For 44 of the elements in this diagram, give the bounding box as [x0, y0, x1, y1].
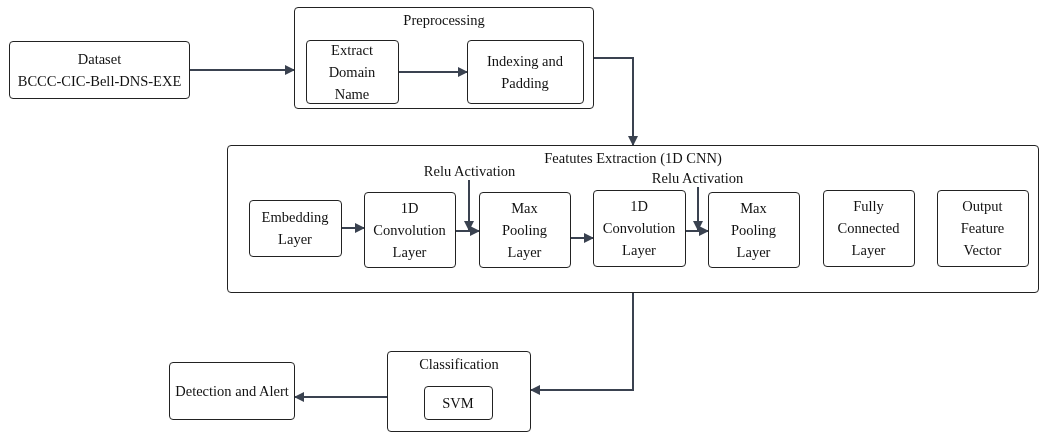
group-container [387, 351, 531, 432]
process-box [363, 191, 456, 268]
process-box [936, 189, 1029, 267]
process-box [305, 39, 399, 104]
arrow [294, 392, 388, 402]
box-label: Embedding Layer [261, 208, 329, 249]
arrow [593, 57, 638, 146]
box-label: Max Pooling Layer [729, 198, 778, 262]
arrow [693, 186, 703, 231]
box-label: Detection and Alert [175, 382, 289, 401]
arrow [530, 292, 634, 395]
process-box [822, 189, 915, 267]
box-label: Max Pooling Layer [500, 198, 549, 262]
arrow [570, 233, 594, 243]
arrow [455, 226, 480, 236]
box-label: 1D Convolution Layer [373, 198, 446, 262]
process-box [423, 385, 493, 420]
group-title: Preprocessing [402, 11, 486, 30]
process-box [169, 362, 295, 420]
group-container [294, 7, 594, 109]
process-box [478, 191, 571, 268]
process-box [466, 39, 584, 104]
box-label: SVM [442, 393, 474, 413]
box-label: Output Feature Vector [959, 197, 1006, 260]
process-box [248, 199, 342, 257]
annotation-label: Relu Activation [423, 161, 516, 181]
group-title: Classification [418, 355, 500, 374]
box-label: Extract Domain Name [327, 40, 377, 104]
group-title: Featutes Extraction (1D CNN) [543, 149, 723, 168]
box-label: Fully Connected Layer [836, 197, 901, 260]
arrow [398, 67, 468, 77]
box-label: Indexing and Padding [485, 51, 565, 93]
group-container [227, 145, 1039, 293]
arrow [189, 65, 295, 75]
process-box [9, 41, 190, 99]
arrow [685, 226, 709, 236]
annotation-label: Relu Activation [651, 168, 744, 188]
arrow [341, 223, 365, 233]
box-label: 1D Convolution Layer [602, 197, 676, 260]
process-box [592, 189, 686, 267]
process-box [707, 191, 800, 268]
box-label: Dataset [77, 50, 122, 69]
arrow [464, 179, 474, 231]
box-label: BCCC-CIC-Bell-DNS-EXE [17, 72, 182, 91]
